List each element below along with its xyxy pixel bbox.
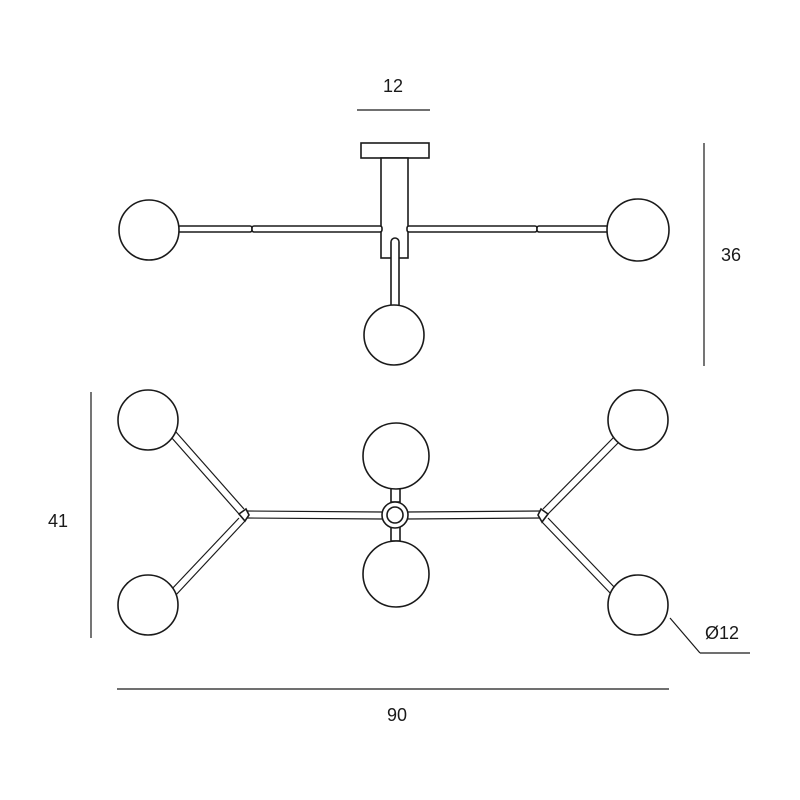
main-bar [245, 510, 542, 520]
globe-center-top [362, 422, 430, 490]
right-arm-outer [536, 225, 612, 233]
globe-diameter-leader [669, 617, 701, 654]
globe-bottom-right [607, 574, 669, 636]
right-arm-inner [406, 225, 538, 233]
drop-rod [390, 237, 400, 314]
top-view: 41 [48, 389, 750, 725]
left-branches [169, 431, 250, 597]
center-hub-inner [386, 506, 404, 524]
canopy-width-label: 12 [383, 76, 403, 96]
globe-top-right [607, 389, 669, 451]
globe-top-left [117, 389, 179, 451]
left-arm-outer [177, 225, 253, 233]
left-arm-inner [251, 225, 383, 233]
globe-center-bottom [362, 540, 430, 608]
left-joint [237, 507, 250, 523]
globe-bottom-left [117, 574, 179, 636]
globe-bottom [363, 304, 425, 366]
globe-diameter-label: Ø12 [705, 623, 739, 643]
globe-left [118, 199, 180, 261]
side-height-label: 36 [721, 245, 741, 265]
center-rod-top [390, 487, 401, 503]
overall-width-label: 90 [387, 705, 407, 725]
ceiling-canopy [360, 142, 430, 159]
side-view: 12 36 [118, 76, 741, 366]
center-rod-bottom [390, 526, 401, 542]
top-depth-label: 41 [48, 511, 68, 531]
right-joint [537, 507, 550, 524]
globe-right [606, 198, 670, 262]
right-branches [537, 436, 620, 596]
